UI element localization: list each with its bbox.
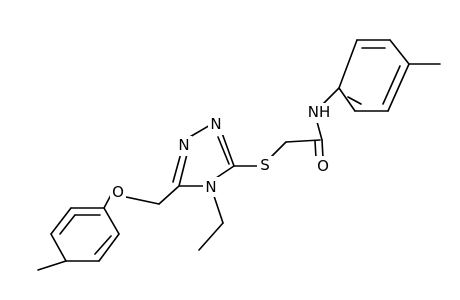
bond xyxy=(158,185,180,205)
bond xyxy=(338,87,356,112)
bond xyxy=(215,165,235,179)
bond xyxy=(37,260,67,271)
bond xyxy=(269,141,287,159)
atom-label-ether-oxygen: O xyxy=(112,183,124,201)
bond xyxy=(322,87,340,105)
atom-label-carbonyl-oxygen: O xyxy=(317,157,329,175)
bond xyxy=(125,196,160,205)
atom-label-triazole-n2: N xyxy=(178,136,189,154)
bond xyxy=(50,207,72,235)
bond xyxy=(213,195,224,224)
atom-labels: NH O S N N N O xyxy=(110,103,333,203)
bond xyxy=(94,235,112,255)
bond xyxy=(217,136,230,165)
atom-label-triazole-n4: N xyxy=(205,178,216,196)
bond xyxy=(285,139,321,143)
bonds xyxy=(37,39,441,271)
bond xyxy=(59,214,76,235)
bond xyxy=(382,65,401,105)
atom-label-sulfur: S xyxy=(260,156,270,174)
bond xyxy=(321,139,324,159)
bond xyxy=(198,222,224,251)
bond xyxy=(389,39,410,65)
bond xyxy=(98,233,120,262)
bond xyxy=(338,39,358,89)
bond xyxy=(387,63,410,112)
bond xyxy=(103,207,120,235)
bond xyxy=(347,96,362,105)
bond xyxy=(50,233,67,262)
atom-label-nh: NH xyxy=(308,103,331,121)
bond xyxy=(221,132,235,167)
bond xyxy=(314,140,317,159)
atom-label-triazole-n1: N xyxy=(210,115,221,133)
bond xyxy=(172,152,182,183)
